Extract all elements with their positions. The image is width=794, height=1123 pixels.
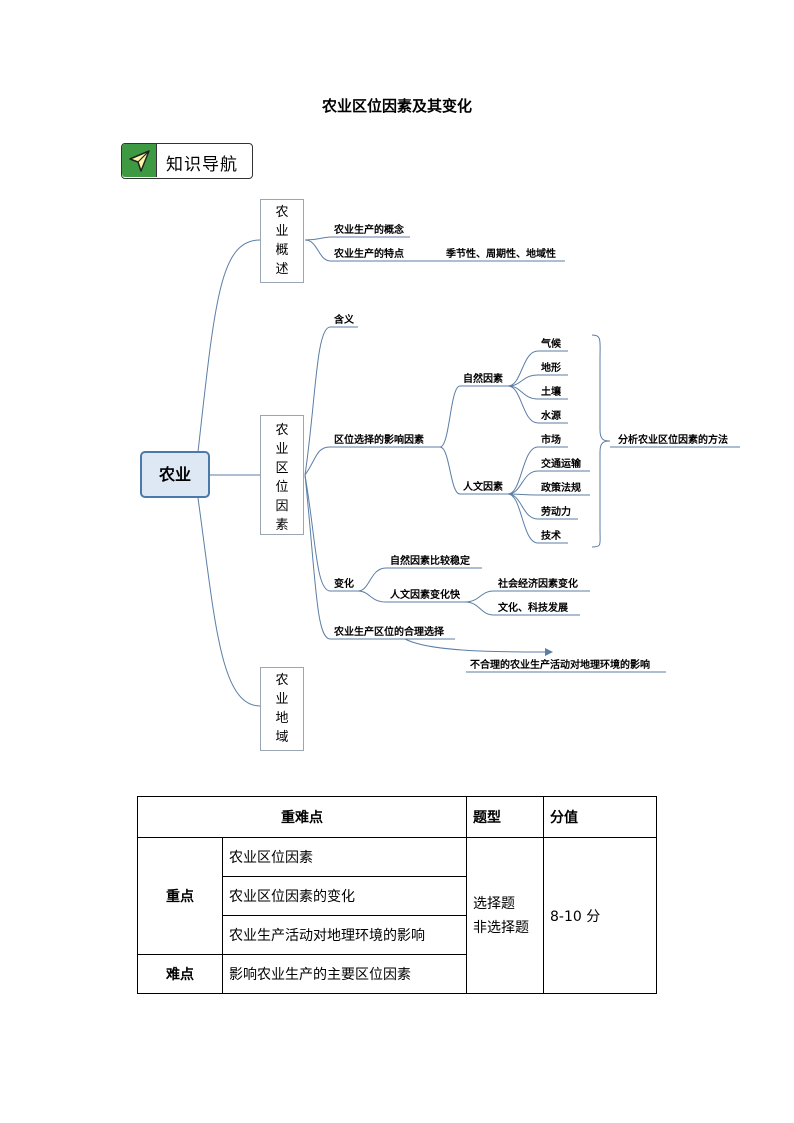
mm-branch-label: 农业地域 <box>275 673 289 745</box>
mm-human-item: 交通运输 <box>541 457 582 470</box>
mm-branch-factors: 农业区位因素 <box>260 415 304 535</box>
question-type: 选择题 <box>473 895 515 912</box>
question-type: 非选择题 <box>473 919 529 936</box>
header-key-points: 重难点 <box>137 796 467 838</box>
mm-branch-label: 农业概述 <box>275 205 289 277</box>
mm-natural-item: 水源 <box>540 409 561 422</box>
mm-impact: 不合理的农业生产活动对地理环境的影响 <box>470 658 650 671</box>
table-row: 农业区位因素的变化 <box>138 876 657 916</box>
key-label: 重点 <box>137 837 223 955</box>
mm-root: 农业 <box>140 451 210 498</box>
table-row: 重点 农业区位因素 选择题 非选择题 8-10 分 <box>137 837 657 994</box>
mm-human-item: 政策法规 <box>541 481 581 494</box>
mm-human-item: 劳动力 <box>541 505 571 518</box>
mm-branch-overview: 农业概述 <box>260 199 304 283</box>
difficult-item: 影响农业生产的主要区位因素 <box>222 954 467 994</box>
mm-concept: 农业生产的概念 <box>333 223 404 236</box>
score: 8-10 分 <box>543 837 657 994</box>
mm-human: 人文因素 <box>463 480 503 493</box>
table-row: 农业生产活动对地理环境的影响 <box>138 915 657 955</box>
knowledge-nav-badge: 知识导航 <box>121 143 253 179</box>
mm-meaning: 含义 <box>334 313 355 326</box>
mm-rational: 农业生产区位的合理选择 <box>333 625 445 638</box>
mm-characteristics: 农业生产的特点 <box>333 247 404 260</box>
paper-plane-icon <box>122 144 157 177</box>
nav-label: 知识导航 <box>166 155 238 175</box>
page-title: 农业区位因素及其变化 <box>321 97 472 115</box>
key-item: 农业生产活动对地理环境的影响 <box>222 915 467 955</box>
mm-natural-item: 地形 <box>541 361 561 374</box>
question-types: 选择题 非选择题 <box>466 837 544 994</box>
mm-natural-item: 气候 <box>540 337 562 350</box>
key-item: 农业区位因素的变化 <box>222 876 467 916</box>
mind-map: 农业生产的概念 农业生产的特点 季节性、周期性、地域性 含义 区位选择的影响因素… <box>197 223 740 707</box>
table-row: 难点 影响农业生产的主要区位因素 <box>137 954 657 994</box>
key-item: 农业区位因素 <box>222 837 467 877</box>
mm-branch-region: 农业地域 <box>260 667 304 751</box>
mm-branch-label: 农业区位因素 <box>275 423 289 533</box>
mm-method: 分析农业区位因素的方法 <box>618 433 728 446</box>
table-header-row: 重难点 题型 分值 <box>137 796 657 838</box>
header-score: 分值 <box>543 796 657 838</box>
mm-human-change: 社会经济因素变化 <box>497 577 578 590</box>
mm-factors: 区位选择的影响因素 <box>334 433 424 446</box>
mm-feature: 季节性、周期性、地域性 <box>445 247 556 260</box>
header-question-type: 题型 <box>466 796 544 838</box>
mm-human-item: 市场 <box>541 433 561 446</box>
mm-human-fast: 人文因素变化快 <box>390 588 461 601</box>
mm-natural-stable: 自然因素比较稳定 <box>390 554 470 567</box>
mm-human-item: 技术 <box>541 529 561 542</box>
difficult-label: 难点 <box>137 954 223 994</box>
mm-natural: 自然因素 <box>463 372 503 385</box>
mm-change: 变化 <box>334 577 354 590</box>
mm-human-change: 文化、科技发展 <box>498 601 568 614</box>
mm-natural-item: 土壤 <box>541 385 562 398</box>
key-points-table: 重难点 题型 分值 重点 农业区位因素 选择题 非选择题 8-10 分 农业区位… <box>137 796 657 994</box>
